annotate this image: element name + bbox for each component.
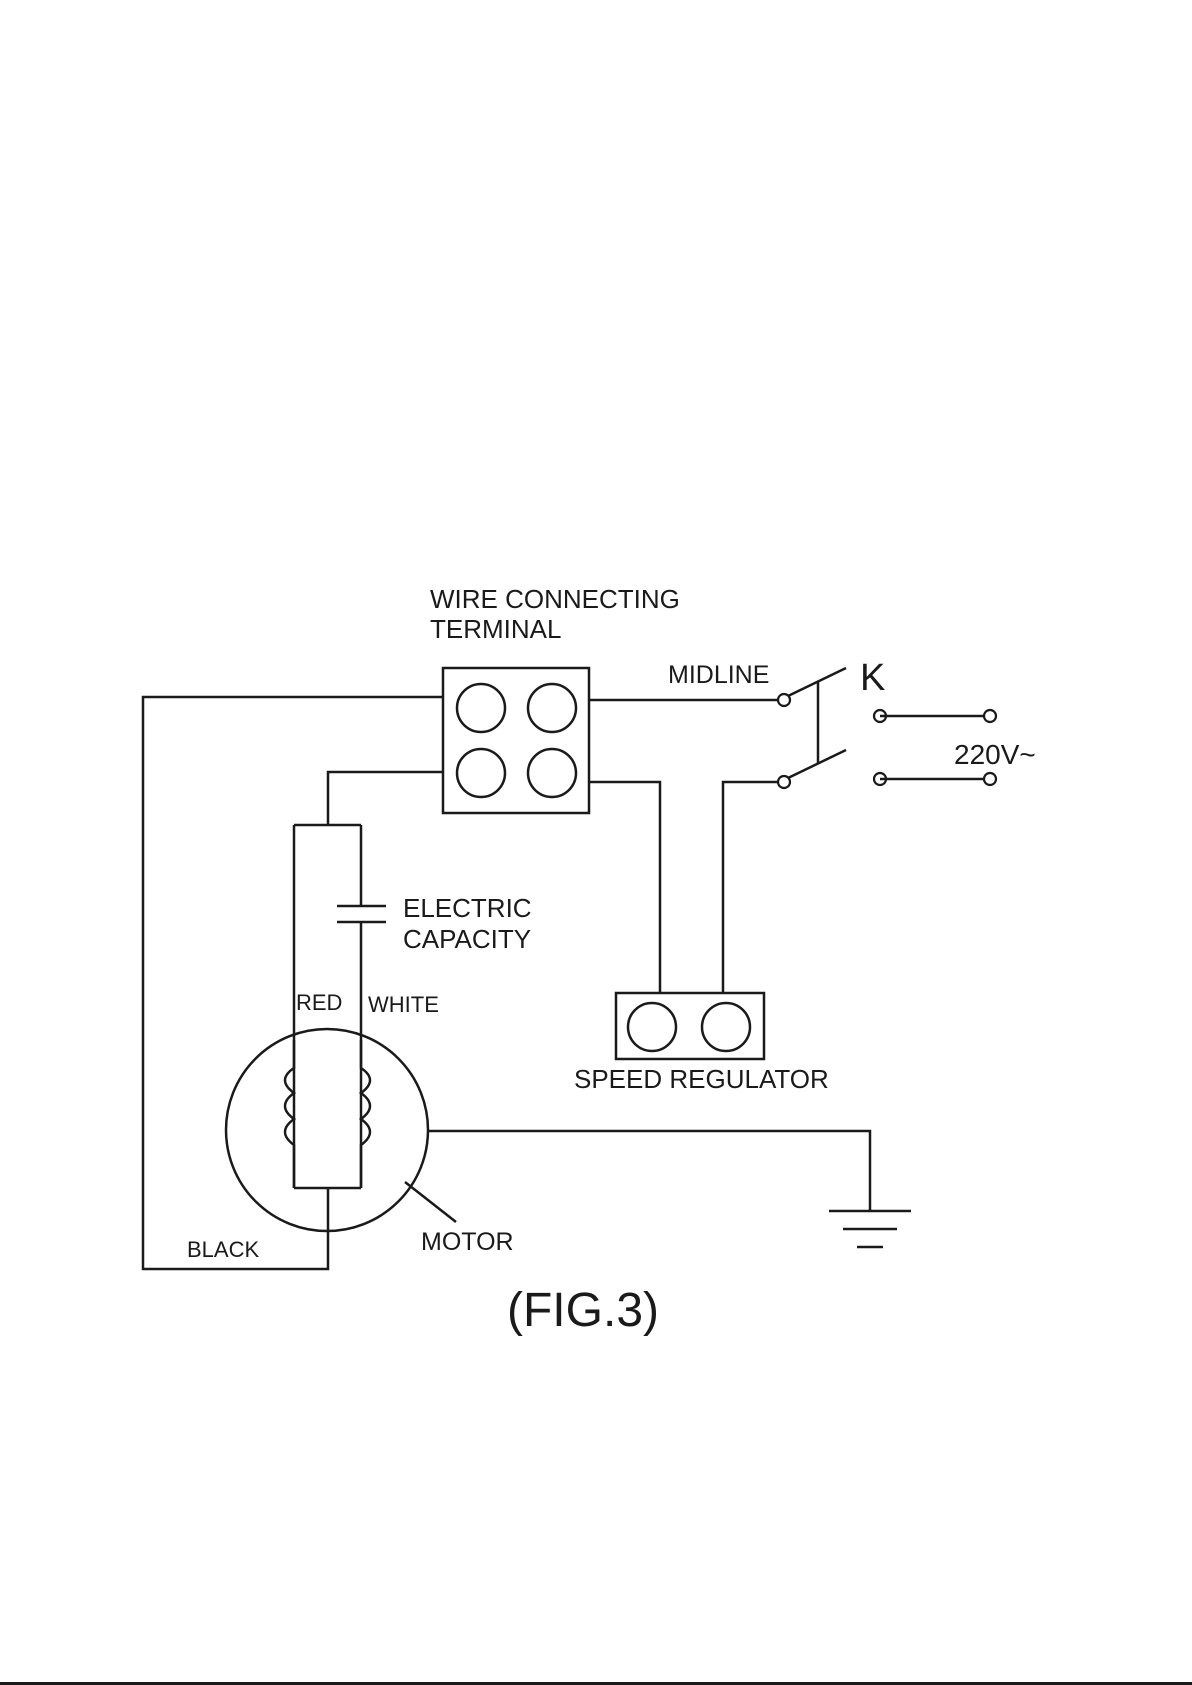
speed-regulator-label: SPEED REGULATOR [574,1064,829,1094]
black-wire-label: BLACK [187,1237,259,1262]
terminal-label-line1: WIRE CONNECTING [430,584,680,614]
white-wire-label: WHITE [368,992,439,1017]
red-wire-label: RED [296,990,342,1015]
capacitor-label-line2: CAPACITY [403,924,531,954]
switch-label: K [860,657,885,699]
motor-label: MOTOR [421,1228,514,1256]
capacitor-label-line1: ELECTRIC [403,893,532,923]
voltage-label: 220V~ [954,739,1036,770]
figure-caption: (FIG.3) [507,1284,659,1337]
midline-label: MIDLINE [668,661,769,689]
terminal-label-line2: TERMINAL [430,614,561,644]
